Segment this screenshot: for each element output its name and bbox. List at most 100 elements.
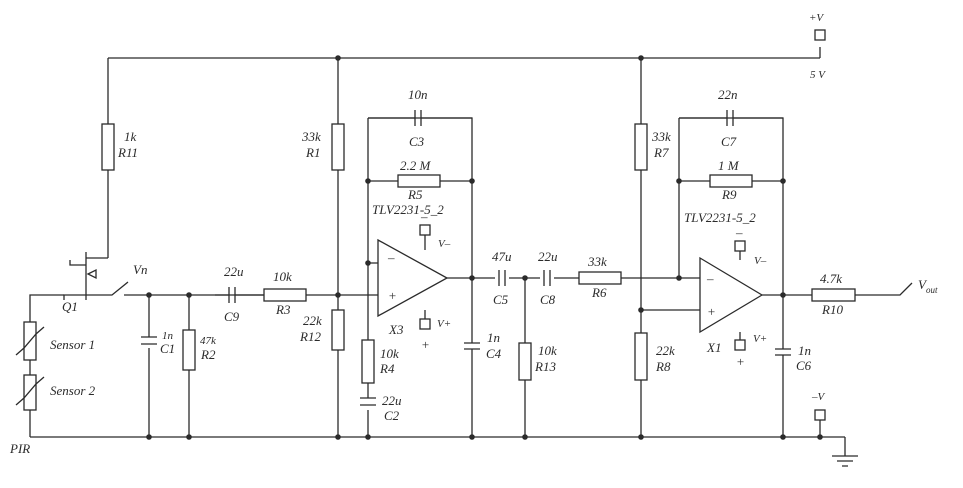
r2-name: R2 — [200, 347, 216, 362]
c7-name: C7 — [721, 134, 737, 149]
capacitor-c6 — [775, 348, 791, 356]
opamp-x1-vminus-pin — [734, 240, 746, 252]
capacitor-c1 — [141, 336, 157, 345]
r10-name: R10 — [821, 302, 843, 317]
c6-name: C6 — [796, 358, 812, 373]
opamp-x1-vplus-pin — [734, 339, 746, 351]
vminus-terminal — [814, 409, 826, 421]
x3-model: TLV2231-5_2 — [372, 202, 444, 217]
x1-name: X1 — [706, 340, 721, 355]
x1-minus-supply-sign: – — [735, 225, 743, 240]
resistor-r7 — [634, 123, 648, 171]
r3-name: R3 — [275, 302, 291, 317]
vn-label: Vn — [133, 262, 147, 277]
capacitor-c4 — [464, 342, 480, 350]
r5-name: R5 — [407, 187, 423, 202]
resistor-r11 — [101, 123, 115, 171]
resistor-r10 — [811, 288, 856, 302]
x1-plus-supply-sign: + — [736, 354, 745, 369]
resistor-r5 — [397, 174, 441, 188]
c3-name: C3 — [409, 134, 425, 149]
c9-name: C9 — [224, 309, 240, 324]
opamp-x1 — [699, 256, 764, 334]
resistors — [101, 123, 856, 384]
vout-label: Vout — [918, 277, 938, 295]
opamps — [377, 224, 764, 351]
resistor-r4 — [361, 339, 375, 384]
capacitor-c8 — [543, 270, 551, 286]
x1-vplus-pin-label: V+ — [753, 333, 767, 345]
x1-vminus-pin-label: V– — [754, 255, 767, 267]
c3-value: 10n — [408, 87, 428, 102]
x3-minus-input-sign: – — [387, 250, 395, 265]
r12-value: 22k — [303, 313, 322, 328]
sensor-2-label: Sensor 2 — [50, 383, 96, 398]
opamp-x3-vminus-pin — [419, 224, 431, 236]
x3-vminus-pin-label: V– — [438, 238, 451, 250]
c1-value: 1n — [162, 330, 174, 342]
r12-name: R12 — [299, 329, 321, 344]
r9-name: R9 — [721, 187, 737, 202]
r5-value: 2.2 M — [400, 158, 432, 173]
r4-name: R4 — [379, 361, 395, 376]
r11-value: 1k — [124, 129, 137, 144]
c5-name: C5 — [493, 292, 509, 307]
resistor-r6 — [578, 271, 622, 285]
resistor-r13 — [518, 342, 532, 381]
c1-name: C1 — [160, 341, 175, 356]
vout-subscript: out — [926, 285, 938, 295]
capacitor-c5 — [498, 270, 506, 286]
c2-name: C2 — [384, 408, 400, 423]
resistor-r1 — [331, 123, 345, 171]
r1-name: R1 — [305, 145, 320, 160]
c2-value: 22u — [382, 393, 402, 408]
r1-value: 33k — [301, 129, 321, 144]
r8-name: R8 — [655, 359, 671, 374]
vout-main: V — [918, 277, 928, 292]
c8-value: 22u — [538, 249, 558, 264]
resistor-r3 — [263, 288, 307, 302]
sensor-2-element — [23, 374, 37, 411]
x1-plus-input-sign: + — [707, 304, 716, 319]
wires — [29, 47, 913, 467]
vplus-terminal — [814, 29, 826, 41]
sensors — [15, 321, 45, 411]
q1-label: Q1 — [62, 299, 78, 314]
pir-label: PIR — [9, 441, 30, 456]
capacitors — [141, 110, 791, 406]
junctions — [146, 55, 823, 440]
c6-value: 1n — [798, 343, 811, 358]
x3-name: X3 — [388, 322, 404, 337]
x3-plus-input-sign: + — [388, 288, 397, 303]
r9-value: 1 M — [718, 158, 740, 173]
capacitor-c9 — [215, 287, 264, 303]
capacitor-c2 — [360, 397, 376, 406]
r8-value: 22k — [656, 343, 675, 358]
vplus-label: +V — [809, 12, 824, 24]
c4-value: 1n — [487, 330, 500, 345]
c9-value: 22u — [224, 264, 244, 279]
r3-value: 10k — [273, 269, 292, 284]
resistor-r9 — [709, 174, 753, 188]
resistor-r2 — [182, 329, 196, 371]
x1-minus-input-sign: – — [706, 271, 714, 286]
x3-minus-supply-sign: – — [420, 209, 428, 224]
r2-value: 47k — [200, 335, 217, 347]
r13-name: R13 — [534, 359, 556, 374]
r11-name: R11 — [117, 145, 138, 160]
r13-value: 10k — [538, 343, 557, 358]
r6-name: R6 — [591, 285, 607, 300]
r4-value: 10k — [380, 346, 399, 361]
opamp-x3 — [377, 238, 449, 318]
sensor-1-label: Sensor 1 — [50, 337, 95, 352]
resistor-r8 — [634, 332, 648, 381]
x1-model: TLV2231-5_2 — [684, 210, 756, 225]
c7-value: 22n — [718, 87, 738, 102]
supply-voltage-label: 5 V — [810, 69, 826, 81]
r7-name: R7 — [653, 145, 669, 160]
x3-vplus-pin-label: V+ — [437, 318, 451, 330]
c4-name: C4 — [486, 346, 502, 361]
opamp-x3-vplus-pin — [419, 318, 431, 330]
labels: +V 5 V – V PIR Q1 Vn Sensor 1 Sensor 2 1k… — [9, 12, 938, 456]
